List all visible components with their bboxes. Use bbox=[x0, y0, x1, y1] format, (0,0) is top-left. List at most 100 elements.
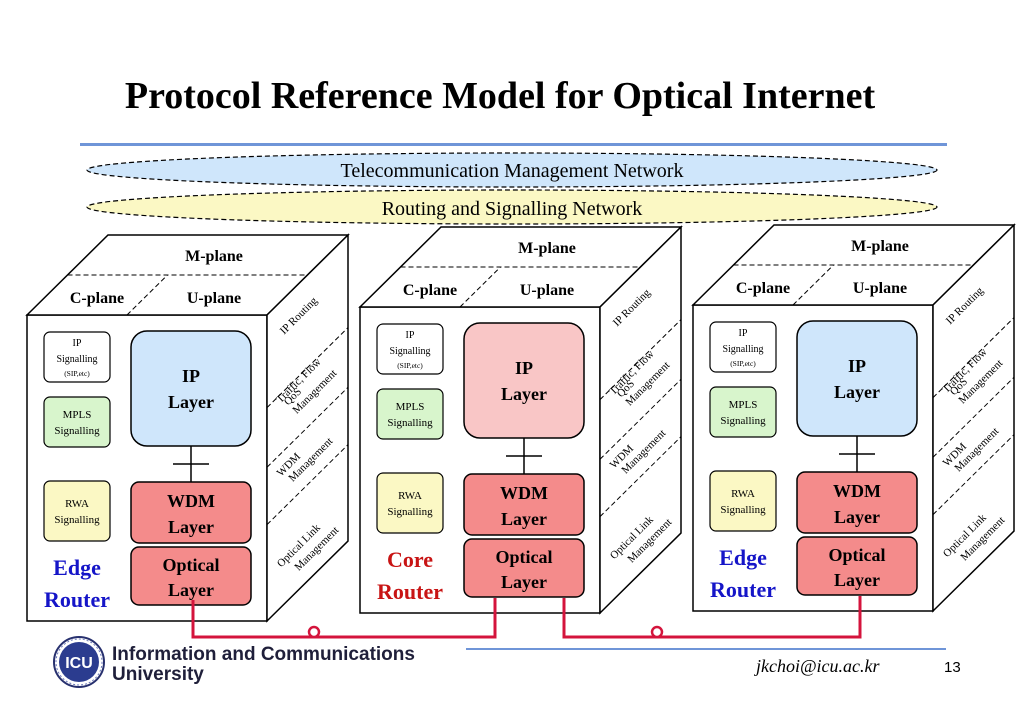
u-plane-label: U-plane bbox=[187, 290, 241, 307]
ip-signalling-box bbox=[43, 331, 111, 383]
cu-plane-divider bbox=[792, 264, 834, 306]
page-title: Protocol Reference Model for Optical Int… bbox=[124, 75, 876, 117]
logo-badge-text: ICU bbox=[65, 655, 93, 672]
router-name-line2: Router bbox=[377, 579, 443, 604]
mpls-line2: Signalling bbox=[720, 415, 766, 427]
university-name-line2: University bbox=[112, 664, 204, 685]
wdm-layer-line1: WDM bbox=[500, 483, 548, 503]
ip-layer-line1: IP bbox=[515, 358, 533, 378]
ip-layer-line1: IP bbox=[848, 356, 866, 376]
u-plane-label: U-plane bbox=[853, 280, 907, 297]
c-plane-label: C-plane bbox=[403, 282, 457, 299]
router-name-line2: Router bbox=[44, 587, 110, 612]
ip-layer-box bbox=[463, 322, 585, 439]
university-name-line1: Information and Communications bbox=[112, 644, 415, 665]
link-edge-core bbox=[191, 598, 497, 639]
c-plane-label: C-plane bbox=[70, 290, 124, 307]
wdm-layer-line2: Layer bbox=[168, 517, 214, 537]
link-node-right bbox=[650, 625, 664, 639]
icu-logo: ICU bbox=[53, 636, 105, 688]
rwa-line1: RWA bbox=[398, 490, 422, 502]
mpls-line2: Signalling bbox=[54, 425, 100, 437]
ip-signalling-line3: (SIP,etc) bbox=[397, 361, 423, 370]
wdm-layer-line1: WDM bbox=[167, 491, 215, 511]
rwa-line2: Signalling bbox=[720, 504, 766, 516]
wdm-layer-box bbox=[130, 481, 252, 544]
mgmt-divider-0 bbox=[932, 317, 1015, 398]
ip-signalling-line1: IP bbox=[406, 330, 415, 341]
mgmt-divider-0 bbox=[266, 327, 349, 408]
optical-links bbox=[191, 596, 862, 639]
mpls-line2: Signalling bbox=[387, 417, 433, 429]
mgmt-divider-1 bbox=[932, 376, 1015, 458]
rwa-signalling-box bbox=[43, 480, 111, 542]
rwa-line2: Signalling bbox=[387, 506, 433, 518]
title-underline bbox=[80, 143, 947, 146]
ip-layer-box bbox=[130, 330, 252, 447]
optical-layer-box bbox=[796, 536, 918, 596]
m-plane-label: M-plane bbox=[518, 240, 576, 257]
optical-layer-box bbox=[130, 546, 252, 606]
tmn-ellipse bbox=[86, 152, 938, 188]
rwa-line2: Signalling bbox=[54, 514, 100, 526]
cube-side-face bbox=[266, 233, 349, 623]
ip-signalling-line3: (SIP,etc) bbox=[64, 369, 90, 378]
ip-signalling-line3: (SIP,etc) bbox=[730, 359, 756, 368]
cu-plane-divider bbox=[126, 274, 168, 316]
tmn-label: Telecommunication Management Network bbox=[341, 160, 684, 182]
university-name: Information and Communications Universit… bbox=[112, 645, 415, 685]
optical-layer-line1: Optical bbox=[496, 547, 553, 567]
mgmt-divider-1 bbox=[266, 386, 349, 468]
router-name-line2: Router bbox=[710, 577, 776, 602]
mpls-line1: MPLS bbox=[63, 409, 92, 421]
wdm-layer-line1: WDM bbox=[833, 481, 881, 501]
cube-side-face bbox=[599, 225, 682, 615]
wdm-layer-box bbox=[796, 471, 918, 534]
footer-rule bbox=[466, 648, 946, 650]
wdm-layer-line2: Layer bbox=[834, 507, 880, 527]
mgmt-divider-2 bbox=[266, 444, 349, 526]
ip-signalling-line2: Signalling bbox=[56, 354, 97, 365]
optical-layer-line1: Optical bbox=[163, 555, 220, 575]
router-name-line1: Edge bbox=[53, 555, 101, 580]
rwa-line1: RWA bbox=[731, 488, 755, 500]
mpls-line1: MPLS bbox=[729, 399, 758, 411]
router-name-line1: Edge bbox=[719, 545, 767, 570]
ip-signalling-line1: IP bbox=[73, 338, 82, 349]
optical-layer-box bbox=[463, 538, 585, 598]
mpls-signalling-box bbox=[709, 386, 777, 438]
rwa-signalling-box bbox=[709, 470, 777, 532]
contact-email[interactable]: jkchoi@icu.ac.kr bbox=[756, 656, 880, 676]
link-core-edge bbox=[562, 596, 862, 639]
mpls-signalling-box bbox=[43, 396, 111, 448]
u-plane-label: U-plane bbox=[520, 282, 574, 299]
m-plane-label: M-plane bbox=[851, 238, 909, 255]
rsn-ellipse bbox=[86, 189, 938, 225]
cube-side-face bbox=[932, 223, 1015, 613]
mpls-line1: MPLS bbox=[396, 401, 425, 413]
rwa-line1: RWA bbox=[65, 498, 89, 510]
rsn-label: Routing and Signalling Network bbox=[382, 198, 643, 220]
ip-layer-box bbox=[796, 320, 918, 437]
rwa-signalling-box bbox=[376, 472, 444, 534]
optical-layer-line2: Layer bbox=[168, 580, 214, 600]
ip-layer-line1: IP bbox=[182, 366, 200, 386]
ip-signalling-box bbox=[709, 321, 777, 373]
m-plane-label: M-plane bbox=[185, 248, 243, 265]
page-number: 13 bbox=[944, 659, 961, 676]
c-plane-label: C-plane bbox=[736, 280, 790, 297]
mgmt-divider-1 bbox=[599, 378, 682, 460]
mgmt-divider-0 bbox=[599, 319, 682, 400]
ip-signalling-box bbox=[376, 323, 444, 375]
ip-layer-line2: Layer bbox=[168, 392, 214, 412]
ip-signalling-line2: Signalling bbox=[722, 344, 763, 355]
wdm-layer-line2: Layer bbox=[501, 509, 547, 529]
optical-layer-line2: Layer bbox=[834, 570, 880, 590]
wdm-layer-box bbox=[463, 473, 585, 536]
